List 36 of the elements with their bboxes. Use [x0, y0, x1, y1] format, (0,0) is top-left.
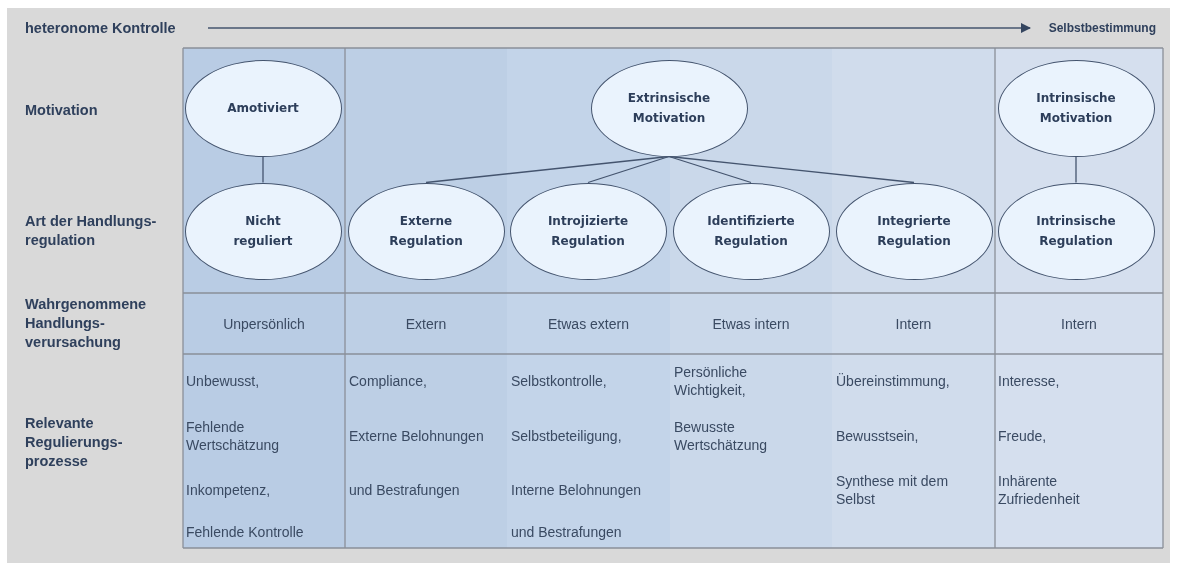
- table-cell-text: Inkompetenz,: [186, 481, 272, 499]
- table-cell-text: Fehlende Wertschätzung: [186, 418, 281, 454]
- table-cell-text: und Bestrafungen: [511, 523, 623, 541]
- table-cell-text: Unbewusst,: [186, 372, 261, 390]
- table-cell-text: Bewusstsein,: [836, 427, 920, 445]
- table-cell-text: Unpersönlich: [222, 315, 306, 333]
- axis-label: heteronome Kontrolle: [25, 17, 207, 39]
- connector-line: [1075, 155, 1077, 184]
- table-cell-text: Intern: [1060, 315, 1098, 333]
- table-cell-text: Fehlende Kontrolle: [186, 523, 305, 541]
- row-header: Relevante Regulierungs- prozesse: [25, 413, 124, 471]
- table-cell-text: Freude,: [998, 427, 1048, 445]
- table-cell-text: Bewusste Wertschätzung: [674, 418, 769, 454]
- axis-label: Selbstbestimmung: [1036, 18, 1156, 38]
- table-cell-text: Selbstkontrolle,: [511, 372, 608, 390]
- table-cell-text: Intern: [894, 315, 933, 333]
- row-header: Wahrgenommene Handlungs- verursachung: [25, 294, 148, 352]
- table-cell-text: Extern: [404, 315, 448, 333]
- row-header: Art der Handlungs- regulation: [25, 212, 158, 250]
- table-cell-text: Synthese mit dem Selbst: [836, 472, 950, 508]
- table-cell-text: Persönliche Wichtigkeit,: [674, 363, 749, 399]
- table-cell-text: Inhärente Zufriedenheit: [998, 472, 1081, 508]
- table-cell-text: und Bestrafungen: [349, 481, 461, 499]
- table-cell-text: Interne Belohnungen: [511, 481, 642, 499]
- row-header: Motivation: [25, 100, 99, 120]
- table-cell-text: Externe Belohnungen: [349, 427, 485, 445]
- table-cell-text: Interesse,: [998, 372, 1061, 390]
- table-cell-text: Compliance,: [349, 372, 428, 390]
- connector-line: [262, 155, 264, 184]
- connector-line: [668, 155, 752, 184]
- connector-line: [587, 155, 670, 184]
- table-cell-text: Etwas intern: [711, 315, 791, 333]
- arrow: [207, 22, 1032, 34]
- table-cell-text: Etwas extern: [547, 315, 630, 333]
- table-cell-text: Übereinstimmung,: [836, 372, 951, 390]
- table-cell-text: Selbstbeteiligung,: [511, 427, 623, 445]
